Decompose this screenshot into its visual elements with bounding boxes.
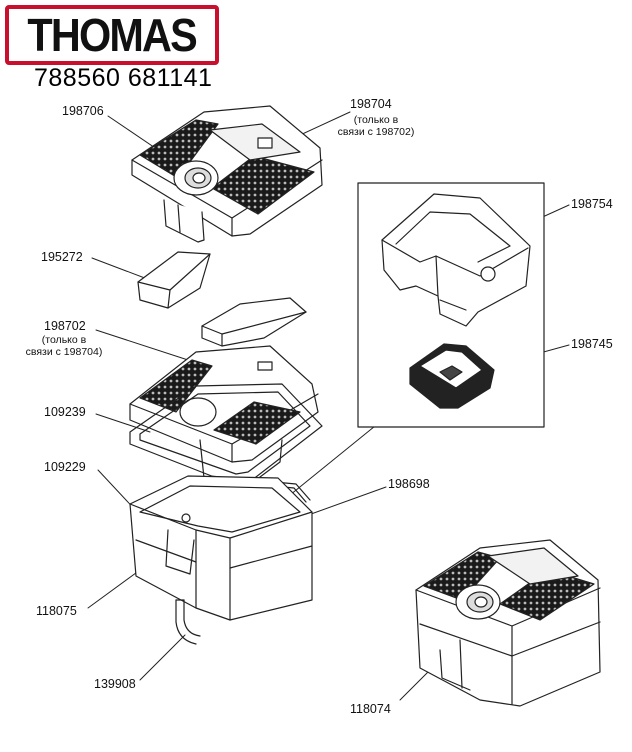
assembled-unit-118074: [415, 539, 601, 707]
logo-text: THOMAS: [27, 9, 198, 61]
model-numbers: 788560 681141: [34, 64, 213, 92]
label-139908: 139908: [94, 677, 136, 691]
water-tank-118075: [129, 475, 313, 621]
label-195272: 195272: [41, 250, 83, 264]
label-198702: 198702: [44, 319, 86, 333]
hose-139908: [175, 599, 201, 645]
inset-part-198745: [409, 343, 495, 409]
label-198704: 198704: [350, 97, 392, 111]
top-lid-198706: [131, 105, 323, 243]
label-109229: 109229: [44, 460, 86, 474]
label-198706: 198706: [62, 104, 104, 118]
label-198754: 198754: [571, 197, 613, 211]
thomas-logo: THOMAS: [5, 5, 219, 65]
label-198698: 198698: [388, 477, 430, 491]
foam-filter-195272: [137, 251, 211, 309]
label-109239: 109239: [44, 405, 86, 419]
note-198702: (только в связи с 198704): [25, 334, 103, 358]
middle-tray-198702: [129, 345, 319, 493]
gasket-109239: [129, 383, 323, 485]
note-198704: (только в связи с 198702): [337, 114, 415, 138]
label-198745: 198745: [571, 337, 613, 351]
label-118075: 118075: [36, 604, 77, 618]
label-118074: 118074: [350, 702, 391, 716]
inset-part-198754: [381, 193, 531, 327]
foam-filter-pad: [201, 297, 307, 347]
